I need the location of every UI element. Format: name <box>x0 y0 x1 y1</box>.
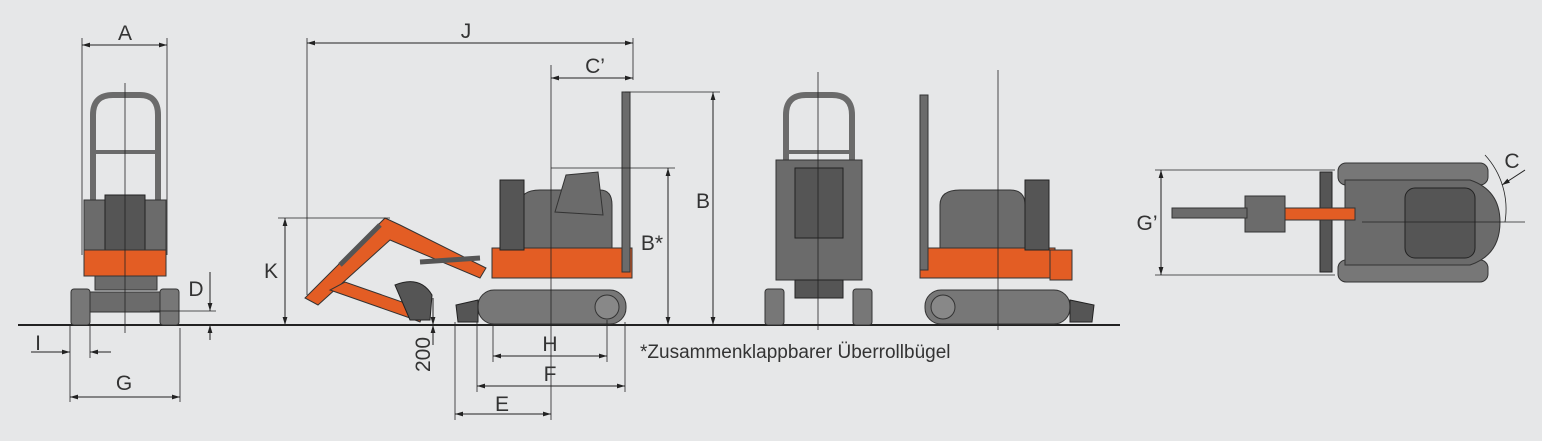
rear-view-excavator <box>764 72 873 330</box>
dimension-C: C <box>1501 150 1526 186</box>
dimension-J: J <box>306 20 634 295</box>
label-D: D <box>188 278 203 301</box>
dimension-A: A <box>81 22 168 255</box>
footnote: *Zusammenklappbarer Überrollbügel <box>640 342 951 363</box>
label-A: A <box>118 22 132 45</box>
top-view-excavator <box>1171 154 1525 283</box>
dimension-E: E <box>454 322 551 420</box>
dimension-G: G <box>70 328 181 402</box>
label-C: C <box>1504 150 1519 173</box>
label-B-star: B* <box>641 232 663 255</box>
side-view-excavator-mirrored <box>919 70 1095 330</box>
label-F: F <box>544 363 557 386</box>
label-B: B <box>696 190 710 213</box>
label-G: G <box>116 372 132 395</box>
label-C-prime: C’ <box>585 55 605 78</box>
label-K: K <box>264 260 278 283</box>
label-E: E <box>495 393 509 416</box>
dimension-I: I <box>31 325 111 402</box>
dimension-G-prime: G’ <box>1137 169 1335 276</box>
front-view-excavator <box>70 83 180 333</box>
label-200: 200 <box>412 337 435 372</box>
dimension-200: 200 <box>412 298 436 372</box>
dimension-H: H <box>492 320 608 362</box>
dimension-K: K <box>264 217 390 325</box>
dimension-F: F <box>476 322 626 392</box>
dimension-D: D <box>150 272 216 340</box>
side-view-excavator <box>304 91 633 325</box>
dimension-C-prime: C’ <box>550 55 633 420</box>
label-J: J <box>461 20 472 43</box>
label-G-prime: G’ <box>1137 212 1158 235</box>
dimension-B: B <box>625 91 720 325</box>
label-H: H <box>542 333 557 356</box>
dimension-B-star: B* <box>551 167 675 325</box>
label-I: I <box>35 332 41 355</box>
